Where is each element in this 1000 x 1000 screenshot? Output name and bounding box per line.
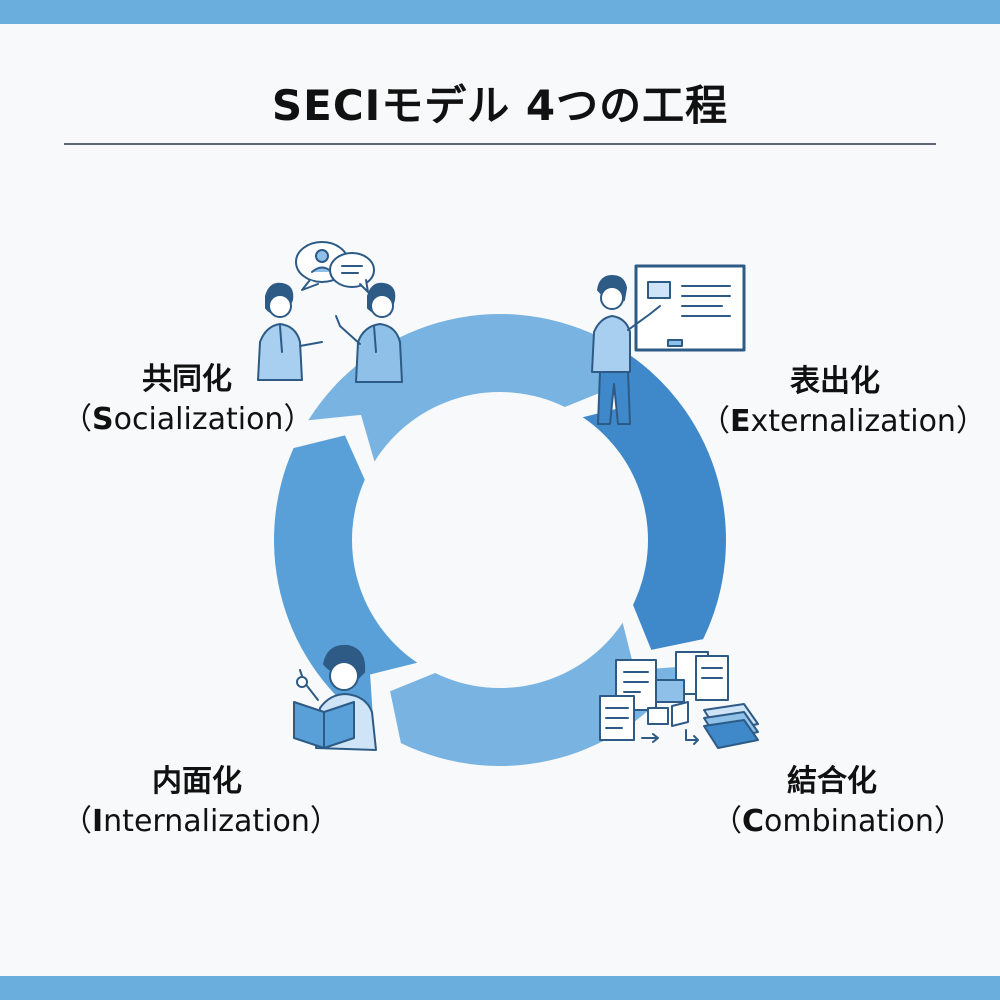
stage-externalization-jp: 表出化 — [790, 364, 880, 399]
stage-combination-en: （Combination） — [712, 804, 964, 839]
documents-combining-icon — [599, 651, 759, 749]
title-divider — [64, 143, 936, 145]
stage-socialization-en: （Socialization） — [62, 402, 314, 437]
stage-combination: 結合化 （Combination） — [712, 762, 964, 842]
stage-internalization: 内面化 （Internalization） — [62, 762, 340, 842]
ring-segment-externalization — [582, 352, 726, 650]
stage-externalization: 表出化 （Externalization） — [700, 362, 986, 442]
stage-socialization: 共同化 （Socialization） — [62, 360, 314, 440]
reading-person-icon — [293, 644, 377, 751]
page-title: SECIモデル 4つの工程 — [271, 81, 729, 130]
whiteboard-presenter-icon — [591, 264, 746, 425]
stage-combination-jp: 結合化 — [787, 764, 877, 799]
stage-internalization-jp: 内面化 — [152, 764, 242, 799]
bottom-band — [0, 976, 1000, 1000]
ring-segment-socialization — [308, 314, 610, 462]
stage-externalization-en: （Externalization） — [700, 404, 986, 439]
ring-segment-internalization — [273, 435, 418, 728]
stage-socialization-jp: 共同化 — [142, 362, 232, 397]
stage-internalization-en: （Internalization） — [62, 804, 340, 839]
top-band — [0, 0, 1000, 24]
conversation-icon — [257, 241, 403, 383]
